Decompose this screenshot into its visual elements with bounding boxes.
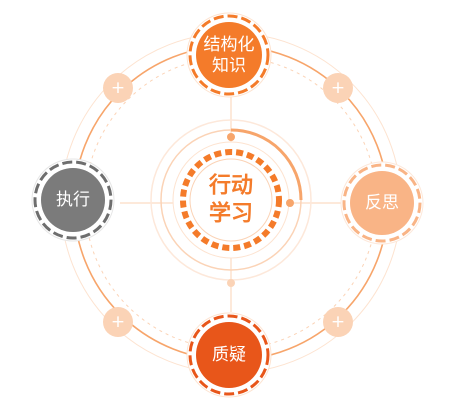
plus-icon: + — [111, 78, 125, 98]
node-execute[interactable]: 执行 — [31, 158, 115, 242]
center-arc — [230, 128, 303, 201]
plus-bottom-left-disc — [103, 307, 133, 337]
node-right-dashed-ring — [342, 163, 422, 243]
plus-top-left-disc — [103, 73, 133, 103]
node-left-disc — [41, 168, 105, 232]
center-label-line1: 行动 — [208, 173, 253, 199]
plus-button-bottom-left[interactable]: + — [103, 307, 133, 337]
node-top-label-line1: 结构化 — [204, 35, 255, 55]
plus-button-bottom-right[interactable]: + — [323, 307, 353, 337]
center-joint-right — [286, 199, 294, 207]
node-bottom-dashed-ring — [188, 314, 270, 396]
node-right-disc — [350, 171, 414, 235]
plus-top-right-disc — [323, 73, 353, 103]
plus-button-top-right[interactable]: + — [323, 73, 353, 103]
center-label-line2: 学习 — [209, 201, 253, 227]
node-top-dashed-ring — [188, 14, 270, 96]
center-inner-ring — [189, 158, 273, 242]
node-reflect[interactable]: 反思 — [340, 161, 424, 245]
node-bottom-label: 质疑 — [212, 345, 246, 365]
center-dashed-ring — [180, 149, 282, 251]
node-bottom-disc — [196, 322, 262, 388]
center-joint-bottom — [227, 279, 235, 287]
node-top-disc — [196, 22, 262, 88]
node-left-label: 执行 — [56, 190, 90, 210]
plus-button-top-left[interactable]: + — [103, 73, 133, 103]
plus-icon: + — [111, 312, 125, 332]
plus-bottom-right-disc — [323, 307, 353, 337]
node-structured-knowledge[interactable]: 结构化 知识 — [186, 12, 272, 98]
center-joint-top — [227, 133, 235, 141]
node-question[interactable]: 质疑 — [186, 312, 272, 398]
node-left-dashed-ring — [33, 160, 113, 240]
plus-icon: + — [331, 78, 345, 98]
node-top-label-line2: 知识 — [212, 56, 246, 76]
node-right-label: 反思 — [365, 193, 399, 213]
plus-icon: + — [331, 312, 345, 332]
